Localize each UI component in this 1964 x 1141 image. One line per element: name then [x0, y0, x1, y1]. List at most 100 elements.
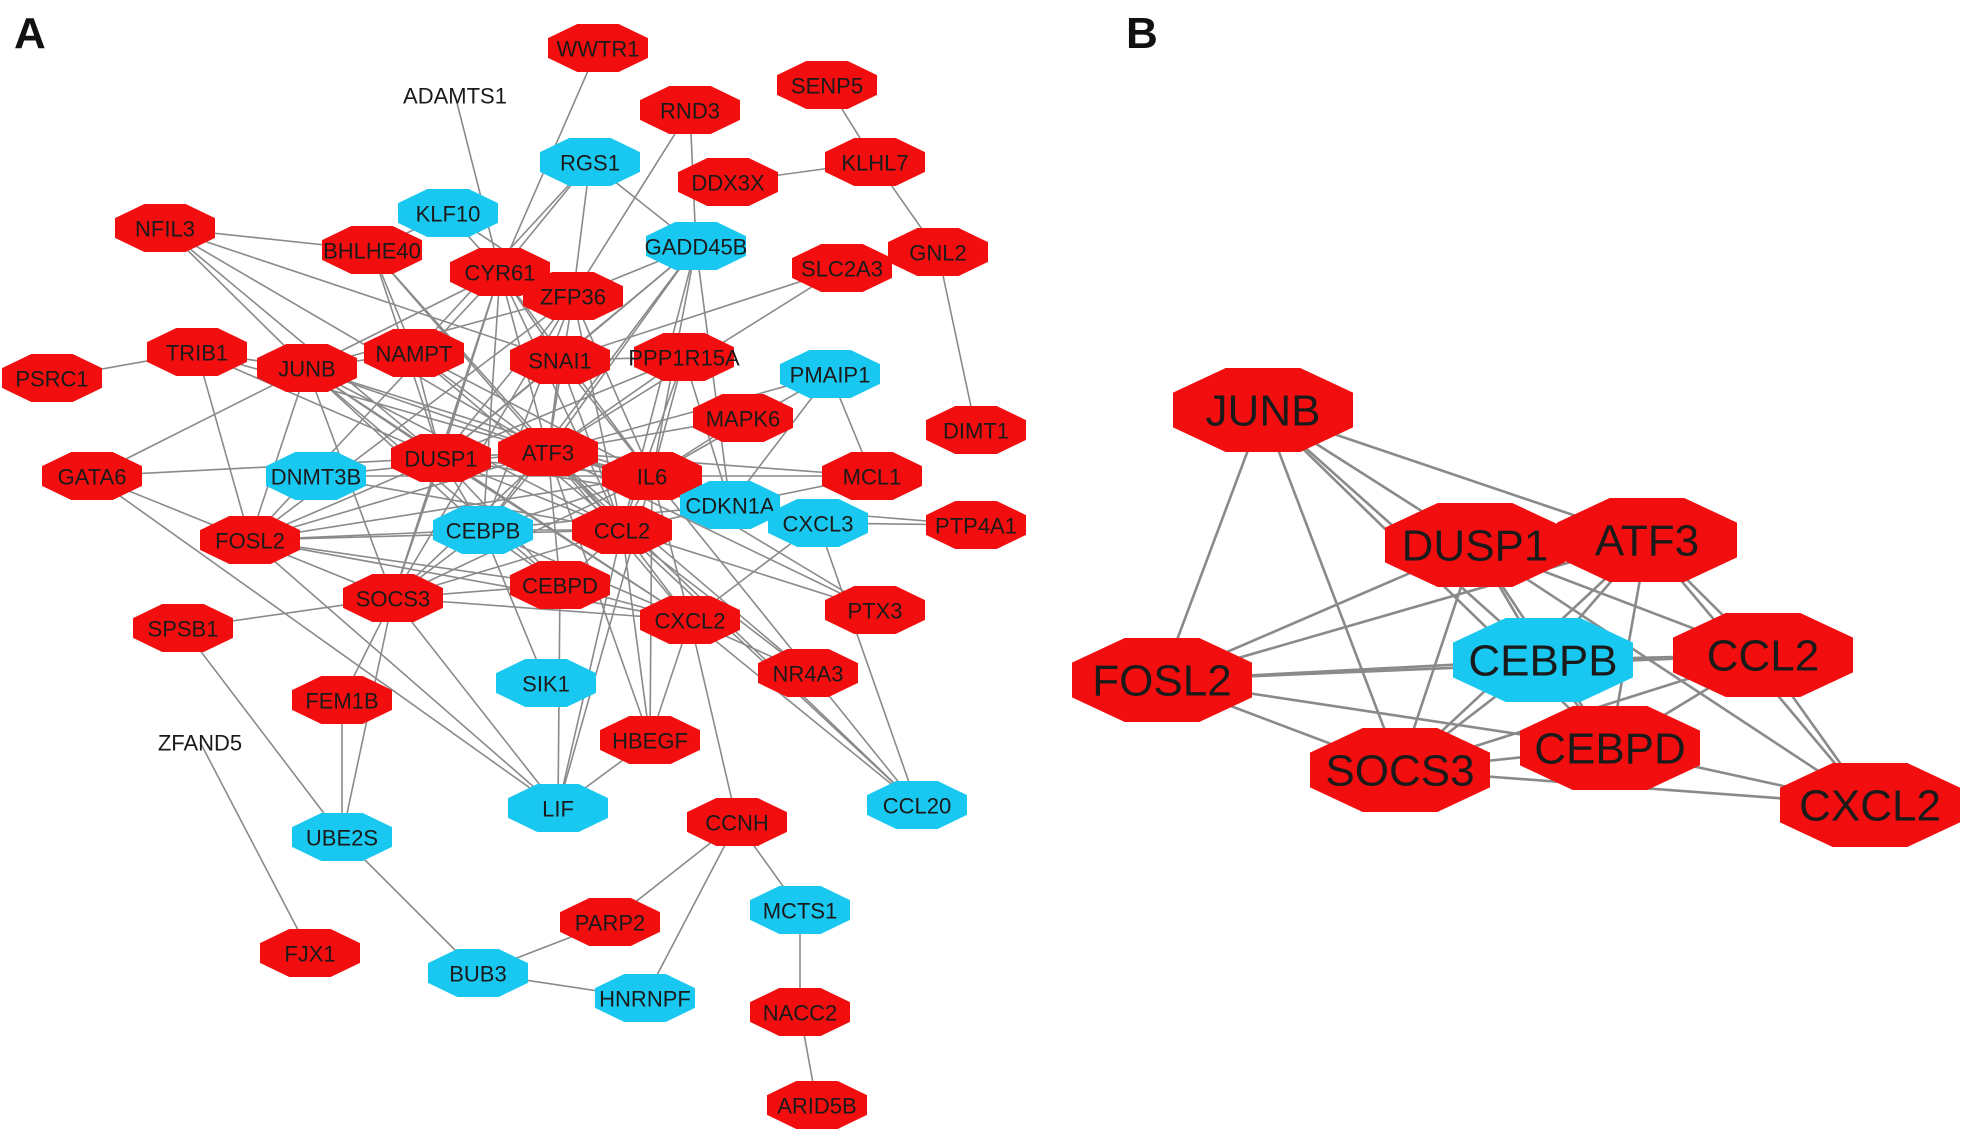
node-shape: [646, 222, 746, 270]
node-shape: [777, 61, 877, 109]
node-junb: JUNB: [257, 344, 357, 392]
edge-junb-fosl2: [1160, 409, 1265, 681]
node-shape: [926, 501, 1026, 549]
edge-nampt-il6: [413, 352, 653, 477]
node-label: CXCL3: [783, 512, 854, 537]
node-cxcl2: CXCL2: [1780, 763, 1960, 847]
node-label: GADD45B: [645, 235, 748, 260]
node-gata6: GATA6: [42, 452, 142, 500]
node-shape: [364, 329, 464, 377]
node-junb: JUNB: [1173, 368, 1353, 452]
node-shape: [1453, 618, 1633, 702]
node-zfand5: ZFAND5: [158, 731, 242, 756]
node-label: SOCS3: [356, 587, 431, 612]
edge-trib1-dusp1: [196, 351, 442, 459]
node-label: SNAI1: [528, 349, 592, 374]
node-shape: [450, 248, 550, 296]
edge-fosl2-cebpd: [249, 539, 561, 586]
node-label: SIK1: [522, 672, 570, 697]
node-fosl2: FOSL2: [200, 516, 300, 564]
edge-zfp36-dusp1: [440, 295, 574, 459]
node-bhlhe40: BHLHE40: [322, 226, 422, 274]
node-klhl7: KLHL7: [825, 138, 925, 186]
node-gadd45b: GADD45B: [645, 222, 748, 270]
node-label: NACC2: [763, 1001, 838, 1026]
node-shape: [496, 659, 596, 707]
node-shape: [200, 516, 300, 564]
node-shape: [1520, 706, 1700, 790]
node-cebpd: CEBPD: [1520, 706, 1700, 790]
node-label: ZFAND5: [158, 731, 242, 756]
edge-il6-ccl20: [651, 475, 918, 806]
edge-fosl2-lif: [249, 539, 559, 809]
node-label: CXCL2: [655, 609, 726, 634]
node-spsb1: SPSB1: [133, 604, 233, 652]
node-shape: [2, 354, 102, 402]
node-label: BHLHE40: [323, 239, 421, 264]
node-klf10: KLF10: [398, 189, 498, 237]
edge-pmaip1-atf3: [547, 373, 831, 453]
node-shape: [767, 1081, 867, 1129]
node-socs3: SOCS3: [343, 574, 443, 622]
node-label: MCTS1: [763, 899, 838, 924]
node-sik1: SIK1: [496, 659, 596, 707]
edge-atf3-fosl2: [1161, 538, 1648, 682]
node-lif: LIF: [508, 784, 608, 832]
node-parp2: PARP2: [560, 898, 660, 946]
edge-atf3-fosl2: [249, 451, 549, 541]
edge-ppp1r15a-ccl2: [621, 356, 685, 531]
node-shape: [822, 452, 922, 500]
node-shape: [634, 333, 734, 381]
node-hbegf: HBEGF: [600, 716, 700, 764]
node-label: WWTR1: [556, 37, 639, 62]
edge-cyr61-ccl2: [499, 271, 623, 531]
node-ccl20: CCL20: [867, 781, 967, 829]
node-label: NAMPT: [376, 342, 453, 367]
node-nampt: NAMPT: [364, 329, 464, 377]
node-arid5b: ARID5B: [767, 1081, 867, 1129]
node-label: CXCL2: [1799, 782, 1941, 831]
node-label: SPSB1: [148, 617, 219, 642]
node-snai1: SNAI1: [510, 336, 610, 384]
node-shape: [1072, 638, 1252, 722]
node-shape: [115, 204, 215, 252]
node-shape: [825, 138, 925, 186]
node-shape: [292, 676, 392, 724]
edge-dusp1-cxcl2: [1474, 543, 1871, 807]
node-shape: [680, 481, 780, 529]
node-label: GNL2: [909, 241, 966, 266]
node-shape: [510, 336, 610, 384]
node-label: DUSP1: [1402, 522, 1549, 571]
edge-spsb1-ube2s: [182, 627, 343, 838]
node-cxcl3: CXCL3: [768, 499, 868, 547]
node-label: FOSL2: [215, 529, 285, 554]
node-dimt1: DIMT1: [926, 406, 1026, 454]
node-dusp1: DUSP1: [1385, 503, 1565, 587]
node-shape: [1673, 613, 1853, 697]
edge-cxcl2-ccl20: [689, 619, 918, 806]
edge-gnl2-dimt1: [937, 251, 977, 431]
edge-nfil3-dusp1: [164, 227, 442, 459]
node-shape: [398, 189, 498, 237]
node-shape: [510, 561, 610, 609]
node-shape: [750, 886, 850, 934]
node-label: ATF3: [522, 441, 574, 466]
node-label: NR4A3: [773, 662, 844, 687]
node-adamts1: ADAMTS1: [403, 84, 507, 109]
node-label: RND3: [660, 99, 720, 124]
edge-fosl2-cxcl2: [249, 539, 691, 621]
edge-junb-gata6: [91, 367, 308, 477]
node-label: IL6: [637, 465, 668, 490]
node-label: KLHL7: [841, 151, 908, 176]
node-shape: [428, 949, 528, 997]
node-dusp1: DUSP1: [391, 434, 491, 482]
node-cebpd: CEBPD: [510, 561, 610, 609]
node-shape: [540, 138, 640, 186]
node-shape: [343, 574, 443, 622]
node-label: FJX1: [284, 942, 335, 967]
node-shape: [867, 781, 967, 829]
node-label: KLF10: [416, 202, 481, 227]
